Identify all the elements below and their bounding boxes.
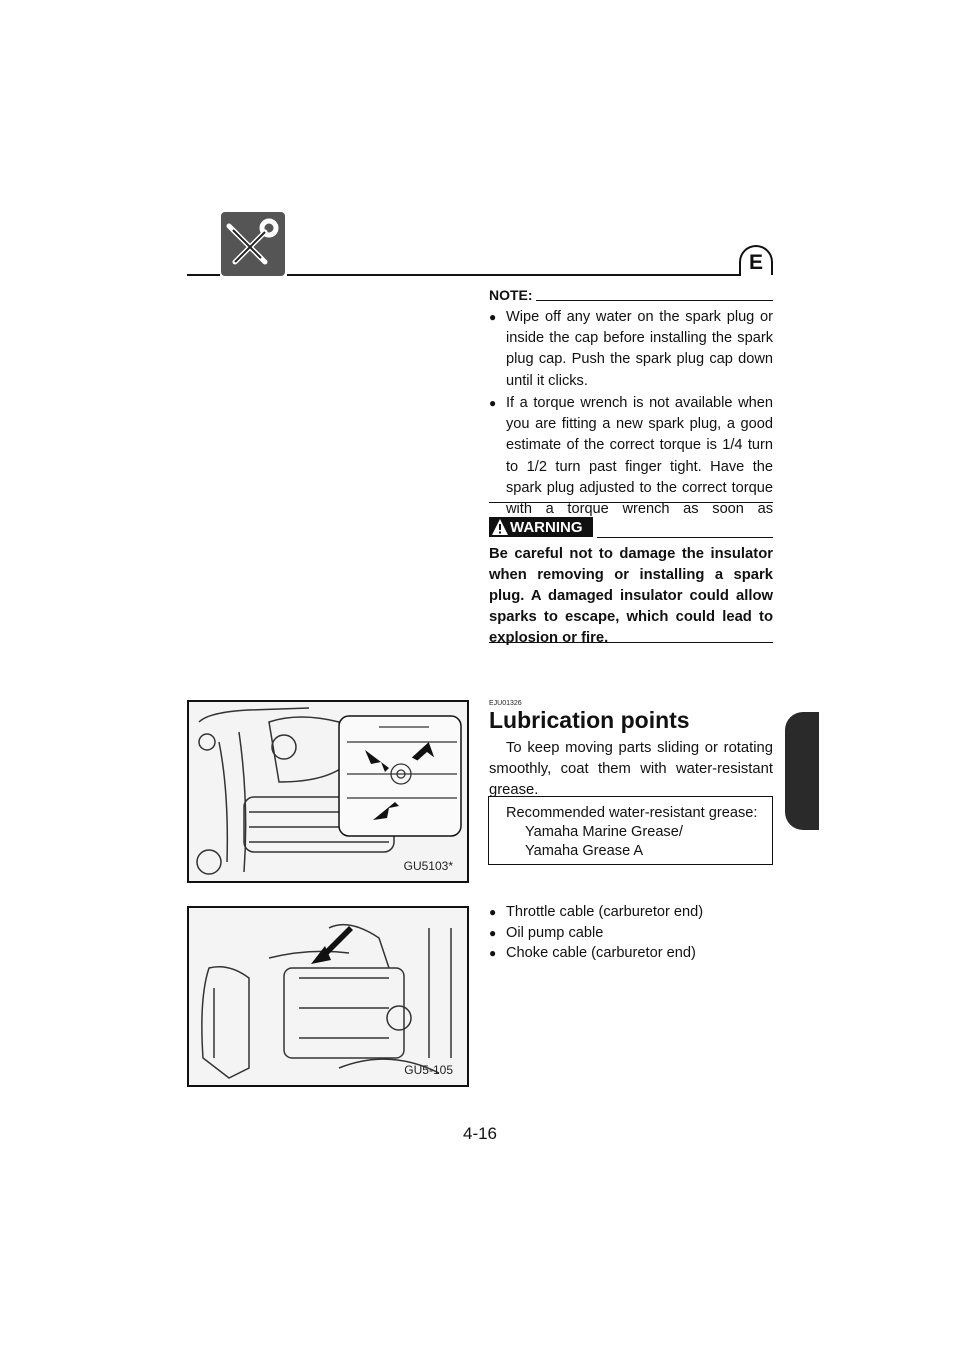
warning-label: WARNING [510, 518, 583, 536]
lubrication-points-list: ● Throttle cable (carburetor end) ● Oil … [489, 902, 773, 964]
note-label: NOTE: [489, 287, 533, 303]
grease-line: Yamaha Grease A [525, 843, 644, 859]
bullet-icon: ● [489, 396, 497, 410]
grease-label: Recommended water-resistant grease: [506, 805, 758, 821]
warning-bottom-rule [489, 642, 773, 643]
page-number: 4-16 [462, 1124, 498, 1143]
figure-carburetor: GU5-105 [187, 906, 469, 1087]
carburetor-illustration [201, 923, 452, 1079]
header-rule-right [287, 274, 741, 276]
note-top-rule [536, 300, 773, 301]
warning-badge: WARNING [489, 517, 593, 537]
warning-top-rule [597, 537, 773, 538]
figure-code: GU5103* [403, 859, 453, 873]
language-badge: E [739, 245, 773, 275]
note-bottom-rule [489, 502, 773, 503]
bullet-icon: ● [489, 946, 497, 960]
warning-text: Be careful not to damage the insulator w… [489, 546, 773, 646]
figure-engine-lubrication: GU5103* [187, 700, 469, 883]
figure-code: GU5-105 [404, 1063, 453, 1077]
note-item: ● If a torque wrench is not available wh… [489, 395, 773, 538]
bullet-icon: ● [489, 310, 497, 324]
engine-illustration [196, 707, 462, 875]
warning-triangle-icon [492, 519, 508, 535]
header-rule-left [187, 274, 220, 276]
list-item: ● Choke cable (carburetor end) [489, 943, 773, 964]
section-intro: To keep moving parts sliding or rotating… [489, 740, 773, 799]
note-item: ● Wipe off any water on the spark plug o… [489, 309, 773, 389]
chapter-tab [785, 712, 819, 830]
section-code: EJU01326 [489, 700, 522, 707]
list-item: ● Throttle cable (carburetor end) [489, 902, 773, 923]
tools-wrench-icon [221, 212, 285, 276]
section-title: Lubrication points [489, 707, 690, 733]
list-item: ● Oil pump cable [489, 923, 773, 944]
bullet-icon: ● [489, 905, 497, 919]
grease-box: Recommended water-resistant grease: Yama… [488, 796, 773, 865]
grease-line: Yamaha Marine Grease/ [525, 824, 683, 840]
bullet-icon: ● [489, 925, 497, 940]
